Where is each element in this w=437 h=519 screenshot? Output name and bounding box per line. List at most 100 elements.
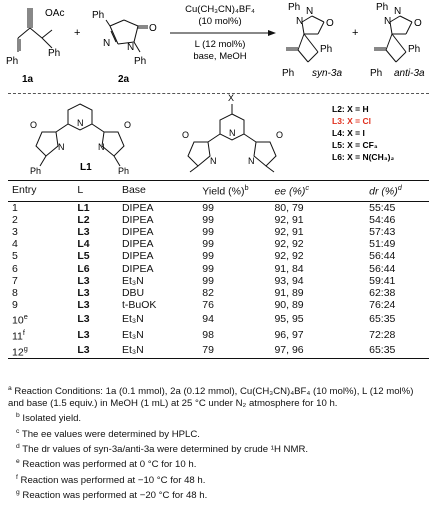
cell-entry: 4 bbox=[12, 238, 18, 251]
n-atom: N bbox=[210, 156, 217, 166]
ph-group: Ph bbox=[288, 2, 300, 13]
compound-label-1a: 1a bbox=[22, 74, 34, 85]
ligand-def-l6: L6: X = N(CH₃)₂ bbox=[332, 152, 394, 162]
cell-dr: 56:44 bbox=[369, 262, 396, 275]
o-atom: O bbox=[276, 130, 283, 140]
cell-entry: 12g bbox=[8, 342, 74, 360]
cell-yield: 99 bbox=[202, 213, 214, 226]
n-atom: N bbox=[127, 42, 134, 53]
ph-group: Ph bbox=[376, 2, 388, 13]
footnote-f: f Reaction was performed at −10 °C for 4… bbox=[16, 473, 206, 486]
ligand-structures: O N N O N Ph Ph L1 X O N N O N L2: X = H… bbox=[30, 93, 394, 176]
cell-yield: 94 bbox=[202, 313, 214, 326]
reaction-scheme: OAc Ph Ph 1a + Ph N N O Ph 2a Cu(CH₃CN)₄… bbox=[6, 2, 425, 85]
cell-ee: 92, 92 bbox=[274, 250, 304, 263]
cell-ee: 93, 94 bbox=[274, 274, 304, 287]
table-header-row: Entry L Base Yield (%)b ee (%)c dr (%)d bbox=[8, 180, 429, 202]
cell-ligand: L3 bbox=[77, 274, 90, 287]
ligand-label-l1: L1 bbox=[80, 162, 92, 173]
optimization-table: Entry L Base Yield (%)b ee (%)c dr (%)d … bbox=[8, 180, 429, 360]
cell-yield: 99 bbox=[202, 274, 214, 287]
n-atom: N bbox=[394, 6, 401, 17]
cell-ligand: L3 bbox=[73, 342, 118, 360]
cell-entry: 6 bbox=[12, 262, 18, 275]
cell-entry: 11f bbox=[12, 328, 25, 343]
footnote-g: g Reaction was performed at −20 °C for 4… bbox=[16, 488, 208, 501]
cell-dr: 51:49 bbox=[369, 238, 396, 251]
cell-yield: 99 bbox=[202, 262, 214, 275]
ph-group: Ph bbox=[320, 44, 332, 55]
n-atom: N bbox=[229, 128, 236, 138]
cell-ee: 92, 91 bbox=[274, 225, 304, 238]
ph-group: Ph bbox=[48, 48, 60, 59]
ph-group: Ph bbox=[118, 166, 129, 176]
n-atom: N bbox=[306, 6, 313, 17]
cell-dr: 59:41 bbox=[369, 274, 396, 287]
cell-base: DIPEA bbox=[121, 250, 154, 263]
n-atom: N bbox=[384, 16, 391, 27]
header-dr: dr (%)d bbox=[365, 180, 429, 202]
ph-group: Ph bbox=[134, 56, 146, 67]
cell-base: DIPEA bbox=[121, 213, 154, 226]
cell-ee: 80, 79 bbox=[274, 201, 304, 214]
header-ee: ee (%)c bbox=[270, 180, 366, 202]
cell-yield: 79 bbox=[198, 342, 271, 360]
cell-yield: 76 bbox=[202, 299, 214, 312]
cell-ee: 97, 96 bbox=[270, 342, 366, 360]
cell-base: t-BuOK bbox=[121, 299, 157, 312]
cell-dr: 76:24 bbox=[369, 299, 396, 312]
ligand-def-l3: L3: X = Cl bbox=[332, 116, 371, 126]
plus-sign: + bbox=[352, 27, 358, 39]
cell-entry: 3 bbox=[12, 225, 18, 238]
cell-ee: 91, 89 bbox=[274, 286, 304, 299]
cell-base: Et₃N bbox=[117, 342, 199, 360]
cell-ligand: L4 bbox=[77, 238, 90, 251]
cell-yield: 99 bbox=[202, 238, 214, 251]
ligand-def-l4: L4: X = I bbox=[332, 128, 365, 138]
base-solvent: base, MeOH bbox=[193, 51, 246, 62]
n-atom: N bbox=[103, 38, 110, 49]
cell-ligand: L3 bbox=[77, 225, 90, 238]
cell-dr: 56:44 bbox=[369, 250, 396, 263]
n-atom: N bbox=[58, 142, 65, 152]
cell-entry: 2 bbox=[12, 213, 18, 226]
cell-dr: 62:38 bbox=[369, 286, 396, 299]
scheme-separator bbox=[8, 93, 429, 94]
cell-base: DIPEA bbox=[121, 238, 154, 251]
cell-base: Et₃N bbox=[121, 274, 144, 287]
ligand-def-l5: L5: X = CF₃ bbox=[332, 140, 378, 150]
cell-ligand: L2 bbox=[77, 213, 90, 226]
cell-base: DIPEA bbox=[121, 201, 154, 214]
cell-ee: 92, 91 bbox=[274, 213, 304, 226]
o-atom: O bbox=[414, 18, 422, 29]
ph-group: Ph bbox=[408, 44, 420, 55]
cell-base: DIPEA bbox=[121, 262, 154, 275]
n-atom: N bbox=[98, 142, 105, 152]
compound-label-syn-3a: syn-3a bbox=[312, 68, 342, 79]
cell-yield: 98 bbox=[202, 328, 214, 341]
footnote-c: c The ee values were determined by HPLC. bbox=[16, 427, 200, 440]
cell-base: DBU bbox=[121, 286, 145, 299]
n-atom: N bbox=[77, 118, 84, 128]
cell-yield: 99 bbox=[202, 250, 214, 263]
cell-entry: 1 bbox=[12, 201, 18, 214]
ph-group: Ph bbox=[282, 68, 294, 79]
ligand-def-l2: L2: X = H bbox=[332, 104, 369, 114]
o-atom: O bbox=[326, 18, 334, 29]
cell-ee: 90, 89 bbox=[274, 299, 304, 312]
table-footnotes: a Reaction Conditions: 1a (0.1 mmol), 2a… bbox=[8, 383, 429, 502]
o-atom: O bbox=[30, 120, 37, 130]
cell-ligand: L3 bbox=[77, 328, 90, 341]
cell-ee: 96, 97 bbox=[274, 328, 304, 341]
cell-entry: 5 bbox=[12, 250, 18, 263]
header-yield: Yield (%)b bbox=[198, 180, 271, 202]
cell-ligand: L6 bbox=[77, 262, 90, 275]
cell-ee: 95, 95 bbox=[274, 313, 304, 326]
cell-yield: 99 bbox=[202, 201, 214, 214]
cell-ligand: L3 bbox=[77, 313, 90, 326]
